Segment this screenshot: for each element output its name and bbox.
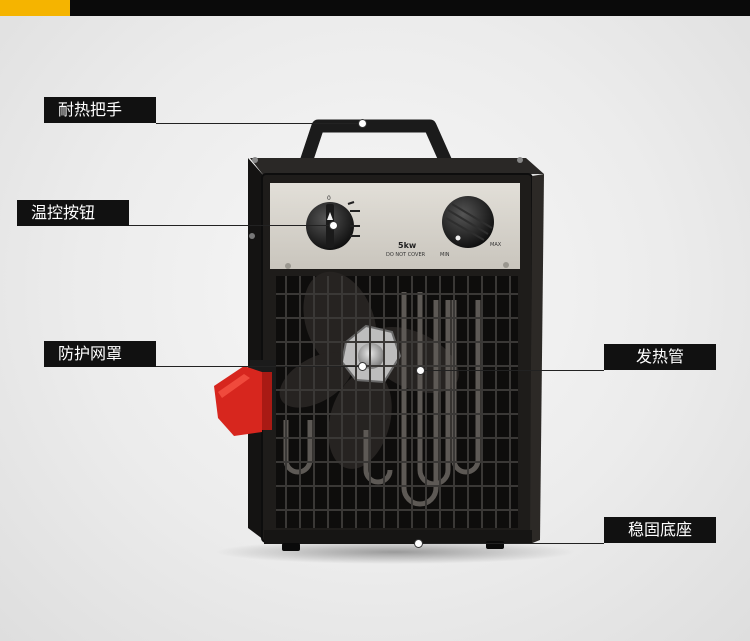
callout-guard-dot [358, 362, 367, 371]
floor-shadow [215, 540, 575, 564]
grille-wires [276, 276, 518, 528]
top-bar [0, 0, 750, 16]
callout-handle-label: 耐热把手 [44, 97, 156, 123]
heater-top [250, 158, 544, 176]
knob-off-mark: 0 [327, 195, 331, 202]
power-plug-socket [214, 360, 276, 436]
callout-guard-label: 防护网罩 [44, 341, 156, 367]
callout-element-line [420, 370, 604, 371]
heater-right-side [530, 174, 544, 544]
callout-temp-knob-line [129, 225, 333, 226]
callout-element-label: 发热管 [604, 344, 716, 370]
dial-min-mark: MIN [440, 252, 450, 258]
callout-base-dot [414, 539, 423, 548]
callout-handle-dot [358, 119, 367, 128]
callout-base-label: 稳固底座 [604, 517, 716, 543]
callout-base-line [418, 543, 604, 544]
heater-left-side [248, 158, 264, 540]
callout-element-dot [416, 366, 425, 375]
dial-max-mark: MAX [490, 242, 502, 248]
callout-temp-knob-label: 温控按钮 [17, 200, 129, 226]
callout-temp-knob-dot [329, 221, 338, 230]
callout-handle-line [156, 123, 362, 124]
warning-text: DO NOT COVER [386, 252, 426, 258]
thermostat-dial-shape [442, 196, 494, 248]
callout-guard-line [156, 366, 362, 367]
heater-base [264, 530, 532, 544]
top-bar-accent [0, 0, 70, 16]
power-rating: 5kw [398, 241, 417, 250]
